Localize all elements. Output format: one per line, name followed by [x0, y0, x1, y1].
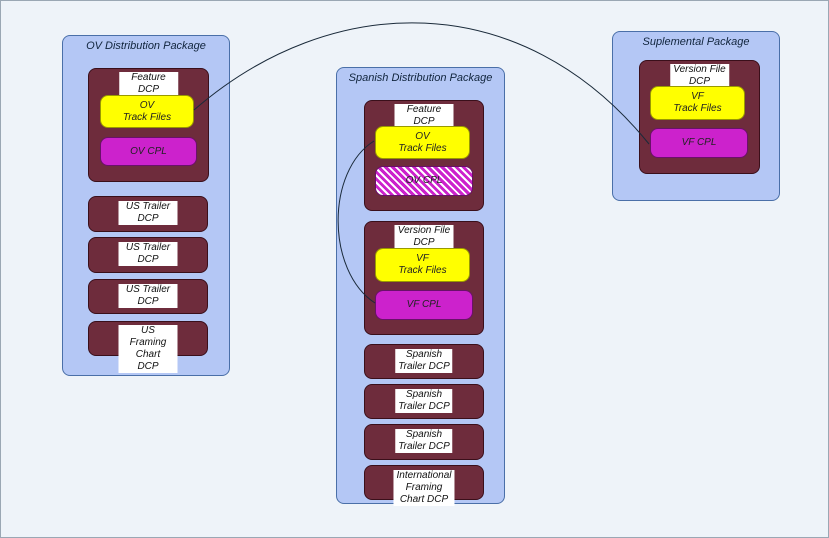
supplemental-package-title: Suplemental Package [642, 36, 750, 48]
ov-distribution-package: OV Distribution Package Feature DCP OV T… [62, 35, 230, 376]
ov-feature-dcp: Feature DCP OV Track Files OV CPL [88, 68, 209, 182]
international-framing-chart-dcp-label: International Framing Chart DCP [393, 470, 455, 506]
supplemental-vf-track-files: VF Track Files [650, 86, 745, 120]
supplemental-version-file-dcp: Version File DCP VF Track Files VF CPL [639, 60, 760, 174]
us-framing-chart-dcp-label: US Framing Chart DCP [118, 325, 178, 373]
spanish-ov-cpl-referenced: OV CPL [375, 166, 473, 196]
ov-package-title: OV Distribution Package [86, 40, 206, 52]
spanish-feature-dcp: Feature DCP OV Track Files OV CPL [364, 100, 484, 211]
us-framing-chart-dcp: US Framing Chart DCP [88, 321, 208, 373]
ov-feature-dcp-label: Feature DCP [118, 72, 179, 96]
international-framing-chart-dcp: International Framing Chart DCP [364, 465, 484, 506]
spanish-trailer-dcp-2: Spanish Trailer DCP [364, 384, 484, 419]
spanish-trailer-dcp-3: Spanish Trailer DCP [364, 424, 484, 460]
spanish-trailer-dcp-2-label: Spanish Trailer DCP [395, 389, 453, 413]
spanish-version-file-dcp-label: Version File DCP [394, 225, 454, 249]
us-trailer-dcp-3: US Trailer DCP [88, 279, 208, 314]
us-trailer-dcp-1: US Trailer DCP [88, 196, 208, 232]
spanish-trailer-dcp-1: Spanish Trailer DCP [364, 344, 484, 379]
supplemental-version-file-dcp-label: Version File DCP [669, 64, 730, 88]
us-trailer-dcp-1-label: US Trailer DCP [118, 201, 178, 225]
ov-track-files: OV Track Files [100, 95, 194, 128]
spanish-trailer-dcp-1-label: Spanish Trailer DCP [395, 349, 453, 373]
spanish-vf-track-files: VF Track Files [375, 248, 470, 282]
supplemental-package: Suplemental Package Version File DCP VF … [612, 31, 780, 201]
spanish-package-title: Spanish Distribution Package [348, 72, 493, 84]
spanish-vf-cpl: VF CPL [375, 290, 473, 320]
us-trailer-dcp-3-label: US Trailer DCP [118, 284, 178, 308]
us-trailer-dcp-2-label: US Trailer DCP [118, 242, 178, 266]
ov-cpl: OV CPL [100, 137, 197, 166]
spanish-ov-track-files: OV Track Files [375, 126, 470, 159]
spanish-trailer-dcp-3-label: Spanish Trailer DCP [395, 429, 453, 453]
spanish-version-file-dcp: Version File DCP VF Track Files VF CPL [364, 221, 484, 335]
spanish-distribution-package: Spanish Distribution Package Feature DCP… [336, 67, 505, 506]
spanish-feature-dcp-label: Feature DCP [394, 104, 454, 128]
supplemental-vf-cpl: VF CPL [650, 128, 748, 158]
us-trailer-dcp-2: US Trailer DCP [88, 237, 208, 273]
